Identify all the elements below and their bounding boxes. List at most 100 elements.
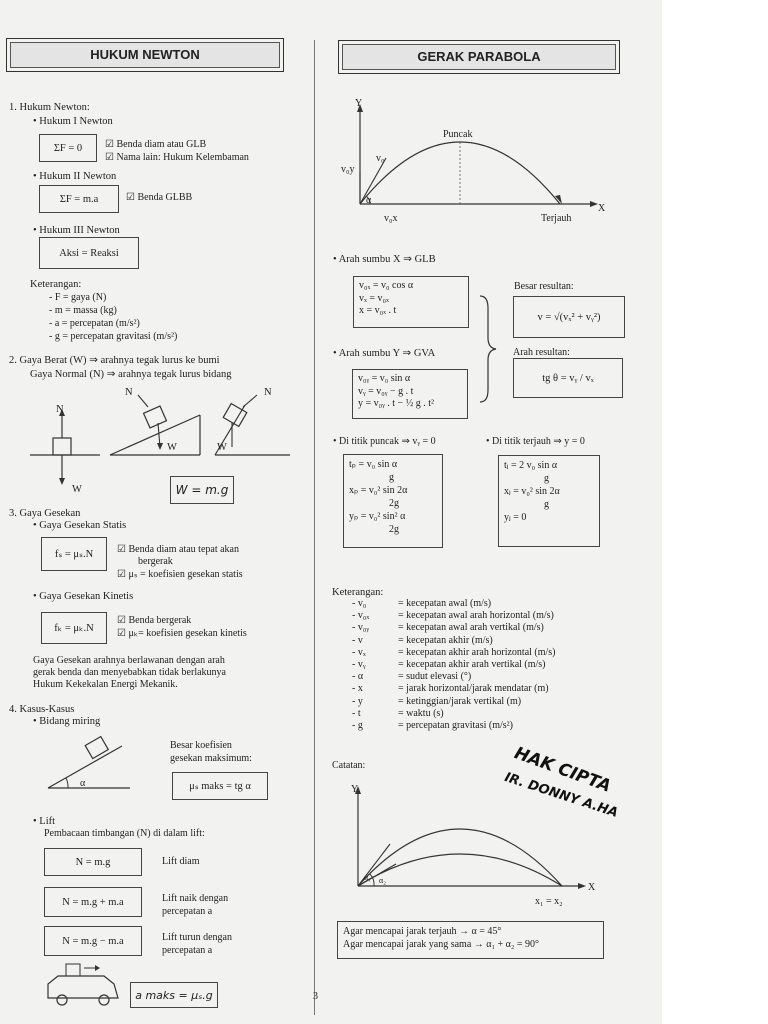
tj-formula-1-den: g — [544, 473, 549, 484]
section-1-title: 1. Hukum Newton: — [9, 102, 90, 113]
ket-def-7: = sudut elevasi (°) — [398, 671, 472, 683]
sumbu-y-title: • Arah sumbu Y ⇒ GVA — [333, 348, 436, 359]
ket-sym-5: - vₓ — [352, 646, 366, 658]
section-2-line-1: 2. Gaya Berat (W) ⇒ arahnya tegak lurus … — [9, 355, 220, 366]
newton-3-formula: Aksi = Reaksi — [39, 237, 139, 269]
page-number: 3 — [313, 991, 318, 1002]
ket-def-4: = kecepatan akhir (m/s) — [398, 634, 493, 646]
axis-y-label-1: Y — [355, 98, 363, 109]
keterangan-left-2: - m = massa (kg) — [49, 305, 117, 316]
label-n-1: N — [56, 404, 64, 415]
lift-formula-3: N = m.g − m.a — [44, 926, 142, 956]
ket-sym-9: - y — [352, 695, 363, 707]
ket-def-2: = kecepatan awal arah horizontal (m/s) — [398, 610, 554, 622]
tp-formula-2-den: 2g — [389, 498, 399, 509]
titik-puncak-title: • Di titik puncak ⇒ vᵧ = 0 — [333, 436, 436, 447]
newton-3-title: • Hukum III Newton — [33, 225, 120, 236]
tp-formula-1: tₚ = v₀ sin α — [349, 459, 398, 470]
lift-label-3b: percepatan a — [162, 945, 213, 956]
newton-1-formula: ΣF = 0 — [39, 134, 97, 162]
arah-resultan-formula: tg θ = vᵧ / vₓ — [513, 358, 623, 398]
tp-formula-1-den: g — [389, 472, 394, 483]
puncak-label: Puncak — [443, 129, 473, 140]
ket-sym-2: - v₀ₓ — [352, 610, 370, 622]
ket-def-5: = kecepatan akhir arah horizontal (m/s) — [398, 646, 556, 658]
axis-x-label-1: X — [598, 203, 606, 214]
sumbu-y-formulas: v₀ᵧ = v₀ sin α vᵧ = v₀ᵧ − g . t y = v₀ᵧ … — [352, 369, 468, 419]
parabola-diagram-2 — [355, 786, 586, 889]
ket-sym-3: - v₀ᵧ — [352, 622, 369, 634]
ket-sym-11: - g — [352, 720, 363, 732]
titik-puncak-formulas: tₚ = v₀ sin α g xₚ = v₀² sin 2α 2g yₚ = … — [343, 454, 443, 548]
keterangan-left-4: - g = percepatan gravitasi (m/s²) — [49, 331, 178, 342]
tp-formula-3-den: 2g — [389, 524, 399, 535]
car-icon — [47, 963, 119, 1006]
w-formula-box: W = m.g — [170, 476, 234, 504]
ket-def-8: = jarak horizontal/jarak mendatar (m) — [398, 683, 549, 695]
alpha-2-label: α₂ — [379, 876, 386, 885]
section-3-title: 3. Gaya Gesekan — [9, 508, 81, 519]
newton-2-formula: ΣF = m.a — [39, 185, 119, 213]
gesekan-statis-note-1b: bergerak — [138, 556, 173, 567]
sumbu-x-title: • Arah sumbu X ⇒ GLB — [333, 254, 436, 265]
lift-label-1: Lift diam — [162, 856, 200, 867]
tj-formula-3: yⱼ = 0 — [504, 512, 527, 523]
label-w-1: W — [72, 484, 82, 495]
tp-formula-3: yₚ = v₀² sin² α — [349, 511, 406, 522]
v0x-label: v₀x — [384, 213, 398, 224]
header-hukum-newton: HUKUM NEWTON — [6, 38, 284, 72]
lift-title: • Lift — [33, 816, 56, 827]
alpha-label-1: α — [366, 195, 372, 206]
ket-def-3: = kecepatan awal arah vertikal (m/s) — [398, 622, 544, 634]
sumbu-x-formulas: v₀ₓ = v₀ cos α vₓ = v₀ₓ x = v₀ₓ . t — [353, 276, 469, 328]
label-w-2: W — [167, 442, 177, 453]
catatan-note-2: Agar mencapai jarak yang sama → α₁ + α₂ … — [343, 939, 540, 950]
tj-formula-2-den: g — [544, 499, 549, 510]
catatan-note-1: Agar mencapai jarak terjauh → α = 45° — [343, 926, 502, 937]
mu-max-formula: μₛ maks = tg α — [172, 772, 268, 800]
alpha-1-label: α₁ — [364, 873, 371, 882]
sumbu-x-formula-3: x = v₀ₓ . t — [359, 305, 397, 316]
gesekan-paragraph-3: Hukum Kekekalan Energi Mekanik. — [33, 679, 178, 690]
label-w-3: W — [217, 442, 227, 453]
newton-1-note-1: ☑ Benda diam atau GLB — [105, 139, 207, 150]
titik-terjauh-formulas: tⱼ = 2 v₀ sin α g xⱼ = v₀² sin 2α g yⱼ =… — [498, 455, 600, 547]
x1-x2-label: x₁ = x₂ — [535, 896, 563, 907]
newton-1-title: • Hukum I Newton — [33, 116, 113, 127]
ket-def-6: = kecepatan akhir arah vertikal (m/s) — [398, 659, 546, 671]
gesekan-kinetis-title: • Gaya Gesekan Kinetis — [33, 591, 134, 602]
keterangan-left-title: Keterangan: — [30, 279, 82, 290]
tj-formula-2: xⱼ = v₀² sin 2α — [504, 486, 560, 497]
ket-def-11: = percepatan gravitasi (m/s²) — [398, 720, 513, 732]
brace — [479, 295, 497, 403]
tp-formula-2: xₚ = v₀² sin 2α — [349, 485, 408, 496]
lift-formula-1: N = m.g — [44, 848, 142, 876]
sumbu-x-formula-1: v₀ₓ = v₀ cos α — [359, 280, 414, 291]
keterangan-left-1: - F = gaya (N) — [49, 292, 107, 303]
ket-sym-10: - t — [352, 707, 361, 719]
force-diagram — [30, 394, 290, 485]
a-max-formula: a maks = μₛ.g — [130, 982, 218, 1008]
gesekan-kinetis-note-1: ☑ Benda bergerak — [117, 615, 192, 626]
keterangan-right-list: - v₀= kecepatan awal (m/s) - v₀ₓ= kecepa… — [352, 598, 556, 732]
catatan-box: Agar mencapai jarak terjauh → α = 45° Ag… — [337, 921, 604, 959]
incline-diagram — [47, 735, 130, 789]
v0-label: v₀ — [376, 153, 385, 164]
v0y-label: v₀y — [341, 164, 355, 175]
lift-label-3a: Lift turun dengan — [162, 932, 232, 943]
ket-sym-1: - v₀ — [352, 598, 367, 609]
koefisien-label-1: Besar koefisien — [170, 740, 232, 751]
gesekan-paragraph-1: Gaya Gesekan arahnya berlawanan dengan a… — [33, 655, 225, 666]
gesekan-kinetis-formula: fₖ = μₖ.N — [41, 612, 107, 644]
ket-sym-6: - vᵧ — [352, 659, 366, 671]
newton-2-note-1: ☑ Benda GLBB — [126, 192, 193, 203]
newton-1-note-2: ☑ Nama lain: Hukum Kelembaman — [105, 152, 249, 163]
gesekan-statis-formula: fₛ = μₛ.N — [41, 537, 107, 571]
gesekan-kinetis-note-2: ☑ μₖ= koefisien gesekan kinetis — [117, 628, 247, 639]
ket-sym-8: - x — [352, 683, 363, 695]
besar-resultan-label: Besar resultan: — [514, 281, 574, 292]
terjauh-label: Terjauh — [541, 213, 572, 224]
sumbu-y-formula-2: vᵧ = v₀ᵧ − g . t — [358, 385, 414, 397]
parabola-diagram-1 — [357, 104, 598, 207]
bidang-miring-title: • Bidang miring — [33, 716, 101, 727]
